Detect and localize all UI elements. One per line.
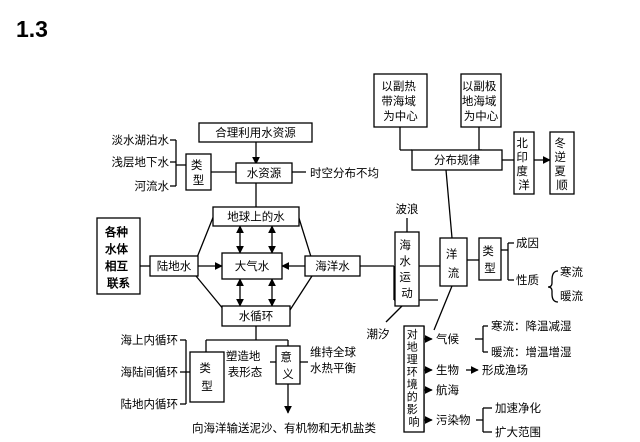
warm-current-label: 暖流 [560, 289, 583, 303]
connector-lines [140, 127, 559, 433]
subtropical-center-label: 以副热 带海域 为中心 [381, 79, 419, 123]
expand-label: 扩大范围 [495, 425, 541, 439]
north-indian-ocean-label: 北 印 度 洋 [516, 136, 531, 192]
node-boxes [96, 73, 575, 433]
fishery-label: 形成渔场 [482, 363, 528, 377]
uneven-distribution-label: 时空分布不均 [310, 166, 379, 180]
shallow-groundwater-label: 浅层地下水 [112, 155, 170, 169]
ocean-motion-label: 海 水 运 动 [399, 238, 414, 300]
significance-label: 意 义 [280, 350, 295, 381]
sea-land-cycle-label: 海陆间循环 [121, 365, 179, 379]
navigation-label: 航海 [436, 383, 459, 397]
current-type-label: 类 型 [482, 244, 497, 275]
cycle-type-label: 类 型 [199, 361, 214, 393]
climate-label: 气候 [436, 332, 459, 346]
water-cycle-label: 水循环 [239, 309, 274, 323]
subpolar-center-label: 以副极 地海域 为中心 [462, 79, 500, 123]
node-labels: 合理利用水资源 淡水湖泊水 浅层地下水 河流水 类 型 水资源 时空分布不均 地… [104, 79, 584, 439]
impact-label: 对 地 理 环 境 的 影 响 [407, 327, 422, 429]
transport-label: 向海洋输送泥沙、有机物和无机盐类 [192, 421, 376, 435]
earth-water-label: 地球上的水 [227, 210, 285, 224]
atmosphere-water-label: 大气水 [235, 259, 270, 273]
mutual-relation-label: 各种 水体 相互 联系 [104, 225, 132, 290]
land-water-label: 陆地水 [157, 259, 192, 273]
cause-label: 成因 [516, 236, 539, 250]
rational-use-label: 合理利用水资源 [215, 126, 296, 140]
nature-label: 性质 [516, 273, 539, 287]
biology-label: 生物 [436, 363, 459, 377]
purify-label: 加速净化 [495, 401, 541, 415]
cold-effect-label: 寒流：降温减湿 [491, 319, 572, 333]
distribution-law-label: 分布规律 [434, 153, 480, 167]
resource-type-label: 类 型 [191, 158, 206, 187]
currents-label: 洋 流 [446, 247, 461, 280]
section-heading: 1.3 [16, 16, 48, 42]
river-water-label: 河流水 [135, 179, 170, 193]
land-cycle-label: 陆地内循环 [121, 397, 179, 411]
sea-cycle-label: 海上内循环 [121, 333, 179, 347]
waves-label: 波浪 [396, 202, 419, 216]
cold-current-label: 寒流 [560, 265, 583, 279]
pollutant-label: 污染物 [436, 413, 471, 427]
winter-summer-label: 冬 逆 夏 顺 [554, 136, 569, 192]
tide-label: 潮汐 [367, 327, 390, 341]
freshwater-lake-label: 淡水湖泊水 [112, 133, 170, 147]
warm-effect-label: 暖流：增温增湿 [491, 345, 572, 359]
shape-landform-label: 塑造地 表形态 [226, 349, 264, 379]
ocean-water-label: 海洋水 [315, 259, 350, 273]
heat-balance-label: 维持全球 水热平衡 [310, 345, 360, 375]
water-resources-label: 水资源 [247, 166, 282, 180]
